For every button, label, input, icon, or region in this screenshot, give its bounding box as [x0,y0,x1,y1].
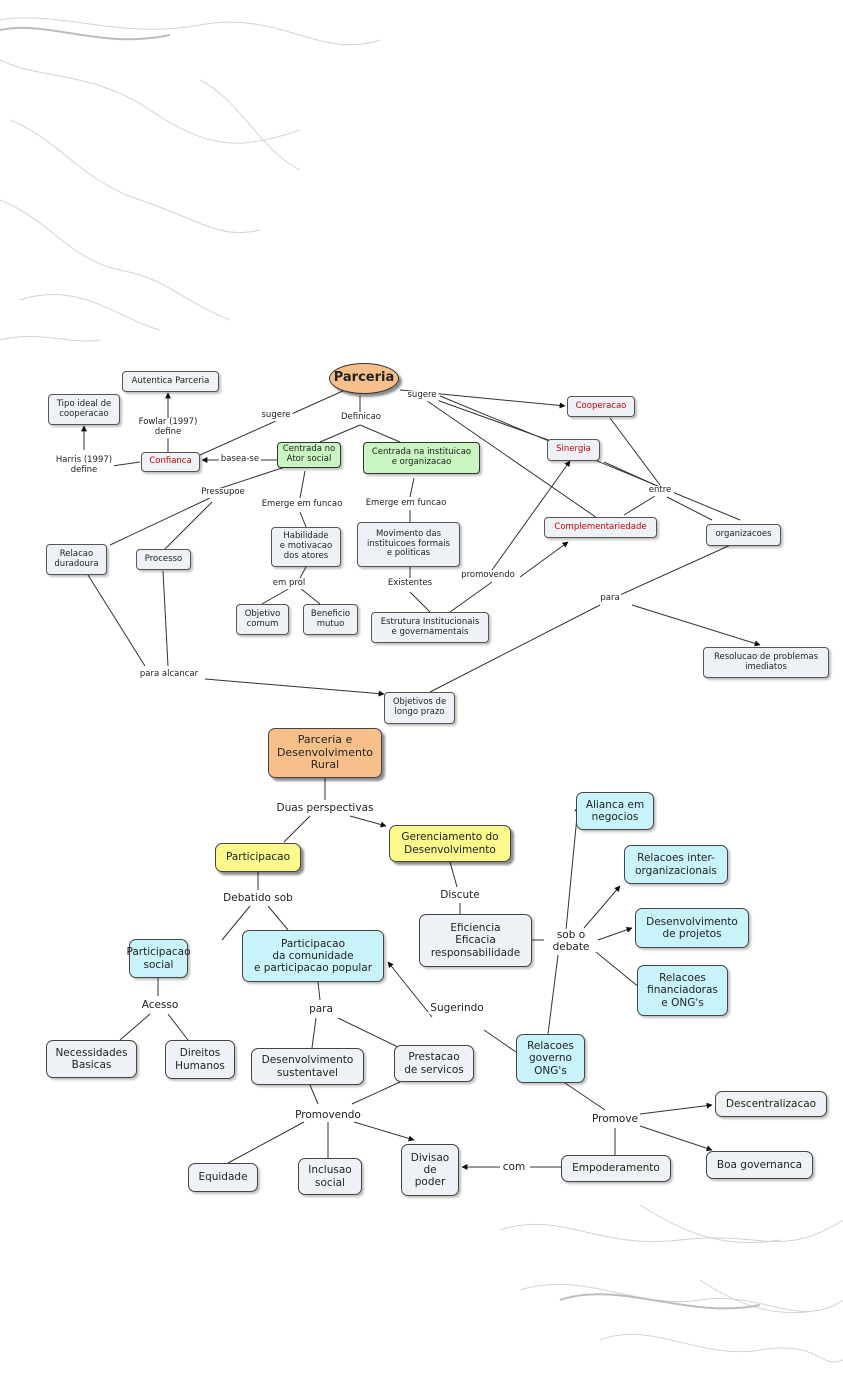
label-duas-perspectivas: Duas perspectivas [274,801,376,815]
label-existentes: Existentes [385,578,435,589]
node-divisao-poder[interactable]: Divisao de poder [401,1144,459,1196]
node-participacao[interactable]: Participacao [215,843,301,872]
node-complementariedade[interactable]: Complementariedade [544,517,657,538]
label-fowlar: Fowlar (1997) define [136,417,200,438]
node-alianca-negocios[interactable]: Alianca em negocios [576,792,654,830]
node-equidade[interactable]: Equidade [188,1163,258,1192]
label-entre: entre [646,485,674,496]
node-autentica-parceria[interactable]: Autentica Parceria [122,371,219,392]
node-descentralizacao[interactable]: Descentralizacao [715,1091,827,1117]
node-direitos-humanos[interactable]: Direitos Humanos [165,1040,235,1079]
label-discute: Discute [438,888,482,902]
node-parceria-desenvolvimento-rural[interactable]: Parceria e Desenvolvimento Rural [268,728,382,778]
node-gerenciamento[interactable]: Gerenciamento do Desenvolvimento [389,825,511,862]
label-promovendo: Promovendo [293,1108,363,1122]
node-desenvolvimento-projetos[interactable]: Desenvolvimento de projetos [635,908,749,948]
node-cooperacao[interactable]: Cooperacao [567,396,635,417]
node-relacoes-governo[interactable]: Relacoes governo ONG's [516,1034,585,1083]
label-sob-o-debate: sob o debate [550,928,592,954]
node-relacoes-inter[interactable]: Relacoes inter- organizacionais [624,845,728,884]
label-para-alcancar: para alcancar [137,669,201,680]
label-pressupoe: Pressupoe [199,487,247,498]
label-definicao: Definicao [339,412,383,423]
label-emerge-instituicao: Emerge em funcao [363,498,449,509]
node-participacao-social[interactable]: Participacao social [126,939,191,978]
label-em-prol: em prol [270,578,308,589]
node-relacoes-financiadoras[interactable]: Relacoes financiadoras e ONG's [637,965,728,1016]
node-objetivo-comum[interactable]: Objetivo comum [236,604,289,635]
label-harris: Harris (1997) define [53,455,115,476]
label-promovendo: promovendo [459,570,517,581]
node-sinergia[interactable]: Sinergia [547,439,600,461]
label-promove: Promove [590,1112,640,1126]
node-participacao-comunidade[interactable]: Participacao da comunidade e participaca… [242,930,384,982]
label-emerge-ator: Emerge em funcao [259,499,345,510]
node-movimento[interactable]: Movimento das instituicoes formais e pol… [357,522,460,567]
node-beneficio-mutuo[interactable]: Beneficio mutuo [303,604,358,635]
node-organizacoes[interactable]: organizacoes [706,524,781,546]
node-eficiencia[interactable]: Eficiencia Eficacia responsabilidade [419,914,532,967]
node-tipo-ideal[interactable]: Tipo ideal de cooperacao [48,394,120,425]
label-sugere-right: sugere [405,390,439,401]
node-habilidade[interactable]: Habilidade e motivacao dos atores [271,527,341,567]
node-objetivos-longo-prazo[interactable]: Objetivos de longo prazo [384,692,455,724]
node-confianca[interactable]: Confianca [141,452,200,472]
node-processo[interactable]: Processo [136,549,191,570]
node-desenvolvimento-sustentavel[interactable]: Desenvolvimento sustentavel [251,1048,364,1085]
node-necessidades-basicas[interactable]: Necessidades Basicas [46,1040,137,1078]
label-basease: basea-se [218,454,262,465]
label-para: para [307,1002,335,1016]
node-empoderamento[interactable]: Empoderamento [561,1155,671,1182]
node-parceria[interactable]: Parceria [329,363,399,394]
node-inclusao-social[interactable]: Inclusao social [298,1158,362,1195]
node-estrutura[interactable]: Estrutura Institucionais e governamentai… [371,612,489,643]
node-boa-governanca[interactable]: Boa governanca [706,1151,813,1179]
node-relacao-duradoura[interactable]: Relacao duradoura [46,544,107,575]
label-para: para [598,593,622,604]
label-acesso: Acesso [139,998,181,1012]
label-sugere-left: sugere [259,410,293,421]
node-centrada-instituicao[interactable]: Centrada na instituicao e organizacao [363,442,480,474]
label-com: com [500,1160,528,1174]
node-prestacao-servicos[interactable]: Prestacao de servicos [394,1045,474,1082]
node-resolucao[interactable]: Resolucao de problemas imediatos [703,647,829,678]
node-centrada-ator[interactable]: Centrada no Ator social [277,442,341,468]
label-debatido-sob: Debatido sob [221,891,295,905]
label-sugerindo: Sugerindo [428,1001,486,1015]
